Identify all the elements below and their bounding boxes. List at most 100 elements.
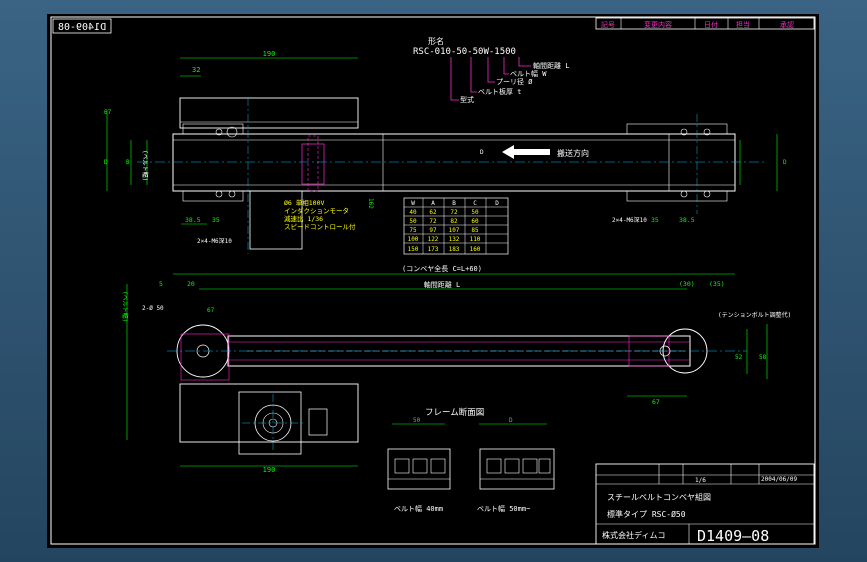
- dim-58: 58: [759, 354, 767, 361]
- company-name: 株式会社ディムコ: [602, 530, 665, 540]
- dim-D-left: D: [104, 159, 108, 166]
- model-code: RSC-010-50-50W-1500: [413, 47, 516, 57]
- dim-385-left: 38.5: [185, 216, 201, 224]
- callout-belt-width: ベルト幅 W: [510, 69, 547, 78]
- dim-D-section: D: [509, 417, 513, 424]
- dim-67: 67: [104, 109, 112, 116]
- table-cell: 62: [429, 209, 437, 216]
- direction-label: 搬送方向: [557, 148, 589, 158]
- belt-40-label: ベルト幅 40mm: [394, 504, 443, 513]
- axis-distance-label: 軸間距離 L: [424, 280, 460, 289]
- dim-d-label: D: [480, 149, 484, 156]
- rev-cell-approve: 承認: [780, 20, 794, 29]
- dim-35-right: 35: [651, 216, 659, 224]
- dim-32: 32: [192, 66, 200, 74]
- side-belt-label: (ベルト幅): [141, 150, 149, 181]
- table-head-w: W: [411, 200, 415, 207]
- drawing-sheet: D1409-08 記号 変更内容 日付 担当 承認 形名 RSC-010-50-…: [47, 14, 819, 548]
- conveyor-length-label: (コンベヤ全長 C=L+60): [402, 264, 482, 273]
- dim-B-left: B: [126, 159, 130, 166]
- motor-spec-4: スピードコントロール付: [284, 222, 356, 231]
- table-cell: 50: [471, 209, 479, 216]
- revision-header: 記号 変更内容 日付 担当 承認: [595, 17, 815, 30]
- dim-35r: (35): [709, 280, 725, 288]
- scale-label: 1/6: [695, 477, 706, 484]
- slot-note-left: 2×4-M6深10: [197, 237, 232, 245]
- rev-cell-owner: 担当: [736, 20, 750, 29]
- table-cell: 82: [450, 218, 458, 225]
- callout-type: 型式: [460, 95, 474, 104]
- callout-thickness: ベルト板厚 t: [478, 87, 521, 96]
- hole-note: 2-Ø 50: [142, 305, 164, 312]
- dim-D-right: D: [783, 159, 787, 166]
- motor-cover: [179, 97, 359, 129]
- dim-67-front: 67: [207, 307, 215, 314]
- table-cell: 107: [449, 227, 460, 234]
- table-cell: 50: [409, 218, 417, 225]
- dim-190-bottom: 190: [263, 466, 276, 474]
- tension-note: (テンションボルト調整代): [718, 311, 791, 319]
- table-cell: 97: [429, 227, 437, 234]
- table-cell: 173: [428, 246, 439, 253]
- rev-cell-symbol: 記号: [601, 20, 615, 29]
- motor-body-top: [249, 190, 303, 250]
- model-code-block: 形名 RSC-010-50-50W-1500 軸間距離 L ベルト幅 W プーリ…: [413, 36, 569, 104]
- motor-spec-2: インダクションモータ: [284, 206, 349, 215]
- dim-35-left: 35: [212, 216, 220, 224]
- spec-table: W A B C D 40 62 72 50 50 72 82 60 75 97 …: [403, 197, 509, 255]
- motor-spec-1: Ø6 単相100V: [284, 198, 324, 207]
- table-cell: 110: [470, 236, 481, 243]
- front-view: (コンベヤ全長 C=L+60) 軸間距離 L 5 20 (30) (35) (テ…: [121, 264, 791, 474]
- table-cell: 60: [471, 218, 479, 225]
- table-cell: 100: [408, 236, 419, 243]
- belt-50-label: ベルト幅 50mm~: [477, 504, 530, 513]
- dim-67-right: 67: [652, 398, 660, 406]
- table-head-d: D: [495, 200, 499, 207]
- callout-axis: 軸間距離 L: [533, 61, 569, 70]
- table-cell: 72: [450, 209, 458, 216]
- sheet-border: [50, 16, 816, 545]
- dim-5: 5: [159, 280, 163, 288]
- table-cell: 72: [429, 218, 437, 225]
- table-cell: 40: [409, 209, 417, 216]
- top-frame: [172, 133, 736, 192]
- dim-20: 20: [187, 280, 195, 288]
- section-views: フレーム断面図 50 D ベルト幅 40mm ベルト幅 50mm~: [387, 407, 555, 513]
- table-cell: 150: [408, 246, 419, 253]
- mirror-number-box: D1409-08: [52, 18, 112, 34]
- dim-30: (30): [679, 280, 695, 288]
- table-cell: 160: [470, 246, 481, 253]
- slot-note-right: 2×4-M6深10: [612, 216, 647, 224]
- drawing-canvas: D1409-08 記号 変更内容 日付 担当 承認 形名 RSC-010-50-…: [50, 16, 816, 545]
- table-cell: 75: [409, 227, 417, 234]
- section-50: [479, 448, 555, 490]
- dim-162: 162: [367, 198, 374, 209]
- dim-190-top: 190: [263, 50, 276, 58]
- rev-cell-date: 日付: [704, 20, 718, 29]
- table-head-a: A: [431, 200, 435, 207]
- front-side-belt: (ベルト幅): [121, 291, 129, 322]
- direction-arrow: [502, 145, 550, 159]
- drawing-number: D1409—08: [697, 527, 769, 545]
- callout-pulley: プーリ径 Ø: [496, 77, 533, 86]
- motor-spec-3: 減速比 1/36: [284, 214, 323, 223]
- mirror-number-text: D1409-08: [58, 22, 106, 33]
- section-40: [387, 448, 451, 490]
- section-title: フレーム断面図: [425, 407, 484, 418]
- table-cell: 183: [449, 246, 460, 253]
- product-title-1: スチールベルトコンベヤ組図: [607, 492, 711, 502]
- title-block: 1/6 2004/06/09 スチールベルトコンベヤ組図 標準タイプ RSC-Ø…: [595, 463, 815, 545]
- table-cell: 132: [449, 236, 460, 243]
- table-head-b: B: [452, 200, 456, 207]
- product-title-2: 標準タイプ RSC-Ø50: [607, 509, 686, 519]
- table-cell: 85: [471, 227, 479, 234]
- table-head-c: C: [473, 200, 477, 207]
- table-cell: 122: [428, 236, 439, 243]
- dim-52: 52: [735, 354, 743, 361]
- top-view: 搬送方向 D Ø6 単相100V インダクションモータ 減速比 1/36 スピー…: [104, 50, 787, 254]
- rev-cell-change: 変更内容: [644, 20, 672, 29]
- model-label: 形名: [428, 36, 444, 46]
- date-label: 2004/06/09: [761, 476, 798, 483]
- motor-housing: [179, 383, 359, 443]
